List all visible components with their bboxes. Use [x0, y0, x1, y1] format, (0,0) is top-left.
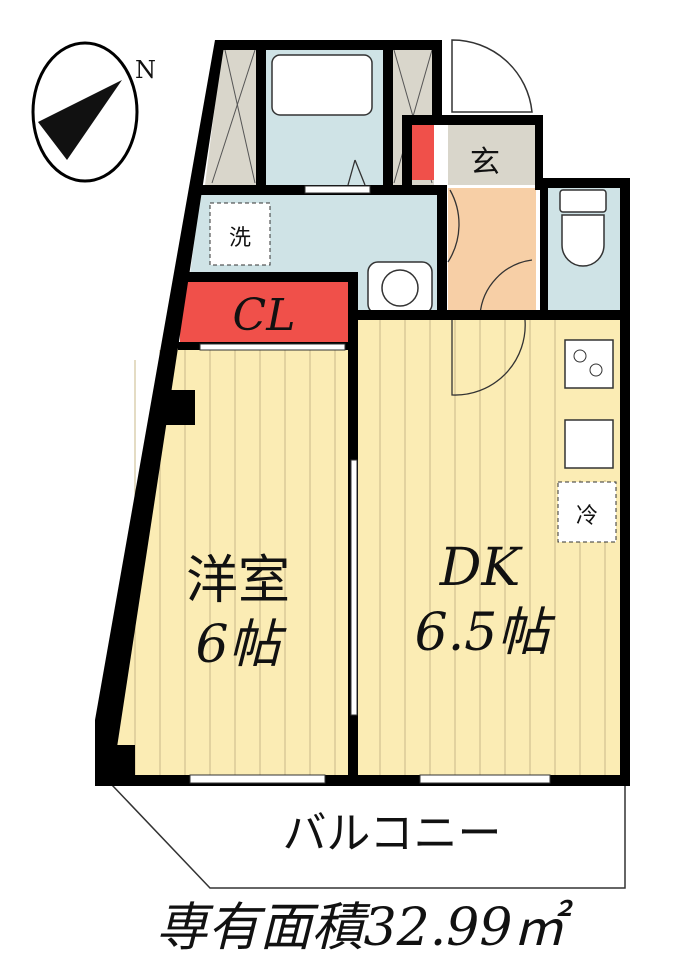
- north-label: N: [135, 56, 156, 84]
- balcony-label: バルコニー: [282, 808, 501, 859]
- kitchen-sink-icon: [564, 419, 614, 469]
- entrance-floor: [448, 125, 536, 185]
- area-label: 専有面積32.99㎡: [156, 898, 574, 958]
- washer-label: 洗: [229, 226, 251, 251]
- dk-name: DK: [439, 538, 524, 598]
- bathtub-icon: [271, 54, 373, 116]
- toilet-icon: [559, 189, 607, 267]
- stove-icon: [564, 339, 614, 389]
- shoe-closet: [412, 125, 434, 180]
- fridge-space: [557, 481, 617, 543]
- walls: [95, 40, 630, 786]
- western-room-name: 洋室: [186, 551, 290, 611]
- entrance-door-swing: [451, 39, 533, 113]
- compass-icon: [31, 41, 139, 183]
- fridge-label: 冷: [576, 504, 598, 529]
- closet-label: CL: [233, 290, 296, 341]
- dk-size: 6.5帖: [415, 603, 557, 663]
- western-room-size: 6帖: [195, 615, 287, 675]
- closet: [180, 282, 348, 342]
- hallway-floor: [448, 188, 536, 315]
- entrance-label: 玄: [470, 145, 500, 180]
- western-room-floor: [100, 348, 352, 778]
- door-swings: [347, 159, 533, 396]
- windows: [189, 185, 551, 784]
- washer-space: [209, 202, 271, 266]
